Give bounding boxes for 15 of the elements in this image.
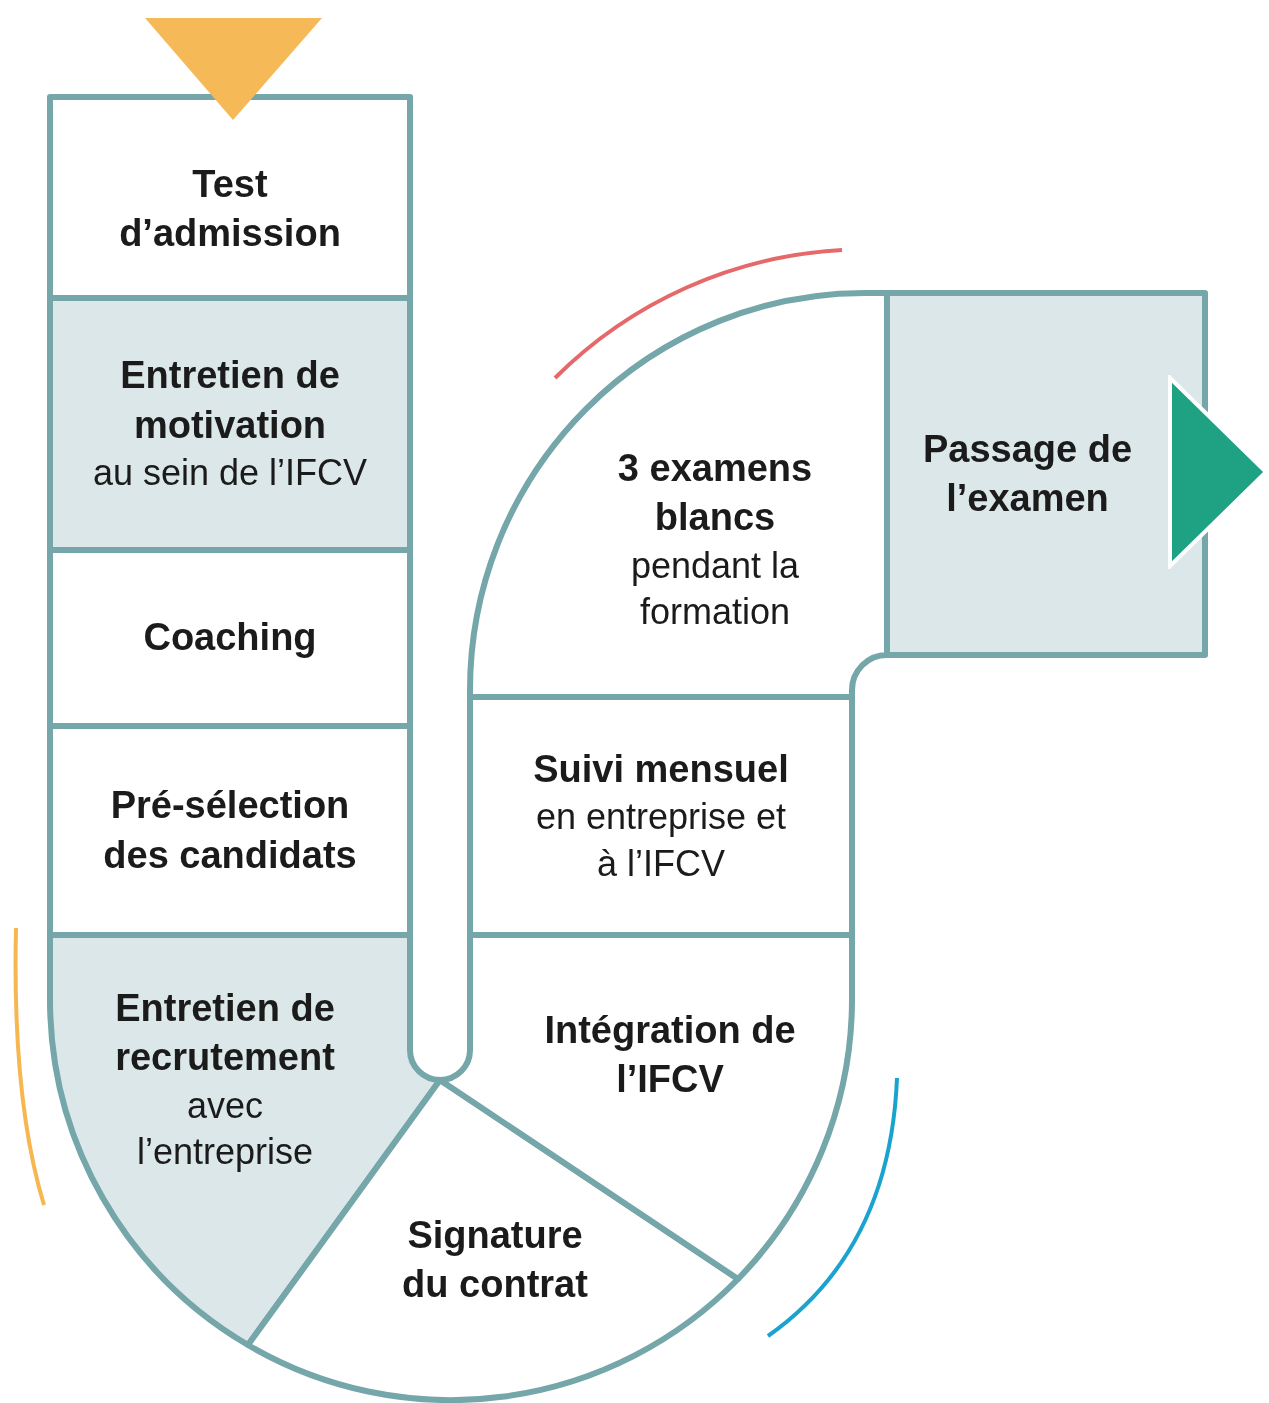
step-title: Signature du contrat	[401, 1212, 589, 1307]
step-note: avec l’entreprise	[135, 1083, 315, 1175]
step-title: Test d’admission	[118, 161, 342, 256]
step-note: en entreprise et à l’IFCV	[534, 794, 788, 886]
step-title: Passage de l’examen	[921, 426, 1134, 521]
step-title: Entretien de motivation	[119, 353, 341, 448]
step-title: 3 examens blancs	[616, 445, 814, 541]
step-title: Entretien de recrutement	[114, 985, 336, 1081]
step-title: Coaching	[143, 615, 317, 661]
step-title: Suivi mensuel	[533, 746, 789, 792]
triangle-marker	[145, 18, 322, 120]
step-note: pendant la formation	[629, 543, 801, 635]
step-title: Intégration de l’IFCV	[543, 1007, 797, 1102]
step-title: Pré-sélection des candidats	[102, 783, 358, 878]
step-note: au sein de l’IFCV	[92, 451, 368, 495]
